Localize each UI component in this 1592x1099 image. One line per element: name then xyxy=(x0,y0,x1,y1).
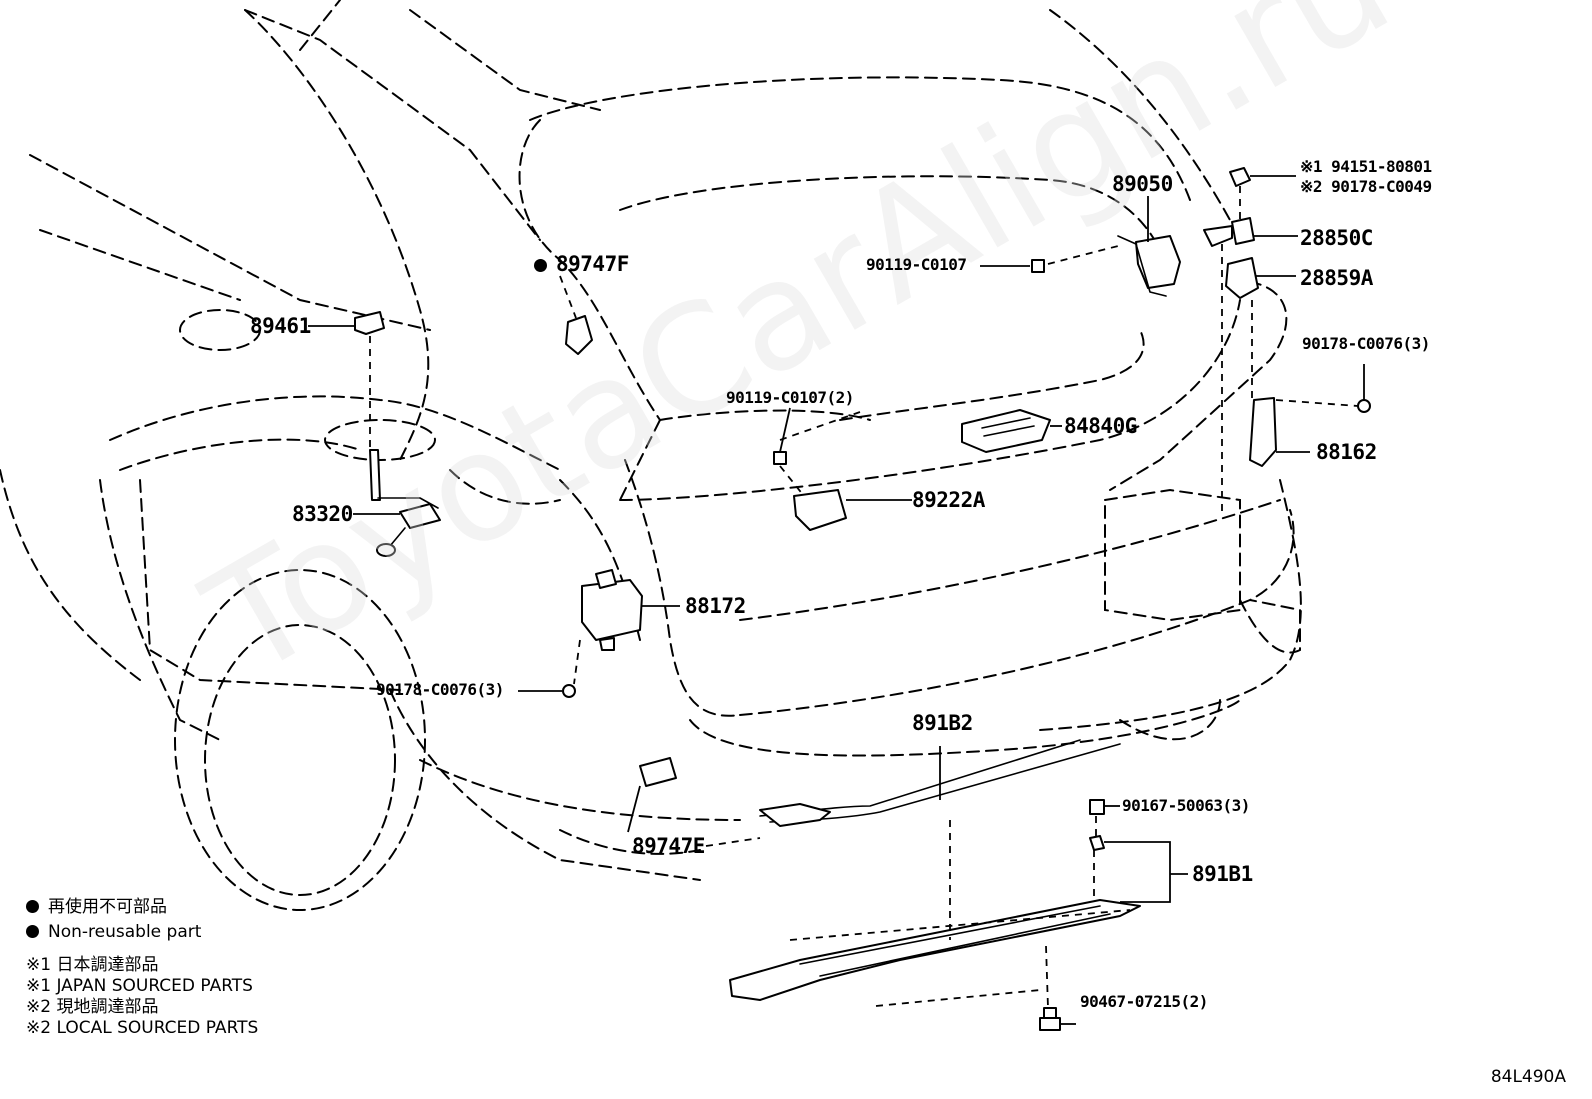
legend-jp-sourced-jp: ※1 日本調達部品 xyxy=(26,955,159,975)
label-94151-80801: ※1 94151-80801 xyxy=(1300,157,1432,176)
part-28850C-shape xyxy=(1203,217,1255,247)
part-90167-shape xyxy=(1089,799,1105,815)
label-89222A: 89222A xyxy=(912,488,985,512)
label-891B1: 891B1 xyxy=(1192,862,1253,886)
label-90167-50063: 90167-50063(3) xyxy=(1122,796,1250,815)
part-90178-upper-shape xyxy=(1357,399,1371,413)
label-83320: 83320 xyxy=(292,502,353,526)
part-83320-shape xyxy=(369,449,441,557)
part-89461-shape xyxy=(354,311,385,335)
label-28859A: 28859A xyxy=(1300,266,1373,290)
legend-text: 再使用不可部品 xyxy=(48,897,167,917)
legend-local-sourced-jp: ※2 現地調達部品 xyxy=(26,997,159,1017)
part-84840G-shape xyxy=(961,409,1051,453)
legend-text: Non-reusable part xyxy=(48,922,202,942)
part-94151-nut-shape xyxy=(1229,167,1251,187)
part-89050-shape xyxy=(1117,235,1181,297)
label-89747E: 89747E xyxy=(632,834,705,858)
label-88172: 88172 xyxy=(685,594,746,618)
vehicle-outline xyxy=(0,0,1302,911)
label-90119-C0107: 90119-C0107 xyxy=(866,255,967,274)
label-89747F: 89747F xyxy=(534,254,629,275)
non-reusable-dot-icon xyxy=(534,259,547,272)
part-89747F-shape xyxy=(565,315,593,355)
label-89461: 89461 xyxy=(250,314,311,338)
part-90178-lower-shape xyxy=(562,684,576,698)
part-90119-double-shape xyxy=(773,451,787,465)
label-28850C: 28850C xyxy=(1300,226,1373,250)
label-90178-C0049: ※2 90178-C0049 xyxy=(1300,177,1432,196)
part-891B2-shape xyxy=(759,739,1121,827)
bullet-dot-icon xyxy=(26,925,39,938)
label-89050: 89050 xyxy=(1112,172,1173,196)
part-28859A-shape xyxy=(1225,257,1259,299)
part-90467-shape xyxy=(1039,1007,1061,1031)
leader-lines xyxy=(308,175,1365,1025)
legend-non-reusable-jp: 再使用不可部品 xyxy=(26,899,167,916)
part-891B1-shape xyxy=(729,835,1141,1001)
part-90119-single-shape xyxy=(1031,259,1045,273)
label-891B2: 891B2 xyxy=(912,711,973,735)
label-88162: 88162 xyxy=(1316,440,1377,464)
label-90178-C0076-upper: 90178-C0076(3) xyxy=(1302,334,1430,353)
label-90178-C0076-lower: 90178-C0076(3) xyxy=(376,680,504,699)
diagram-reference-id: 84L490A xyxy=(1490,1067,1566,1087)
part-88172-shape xyxy=(581,569,643,651)
part-88162-shape xyxy=(1249,397,1277,467)
label-90467-07215: 90467-07215(2) xyxy=(1080,992,1208,1011)
part-89747E-shape xyxy=(639,757,677,787)
label-84840G: 84840G xyxy=(1064,414,1137,438)
bullet-dot-icon xyxy=(26,900,39,913)
label-90119-C0107-2: 90119-C0107(2) xyxy=(726,388,854,407)
legend-jp-sourced-en: ※1 JAPAN SOURCED PARTS xyxy=(26,976,253,996)
legend-local-sourced-en: ※2 LOCAL SOURCED PARTS xyxy=(26,1018,259,1038)
label-89747F-text: 89747F xyxy=(556,252,629,276)
part-89222A-shape xyxy=(793,489,847,531)
legend-non-reusable-en: Non-reusable part xyxy=(26,924,201,941)
